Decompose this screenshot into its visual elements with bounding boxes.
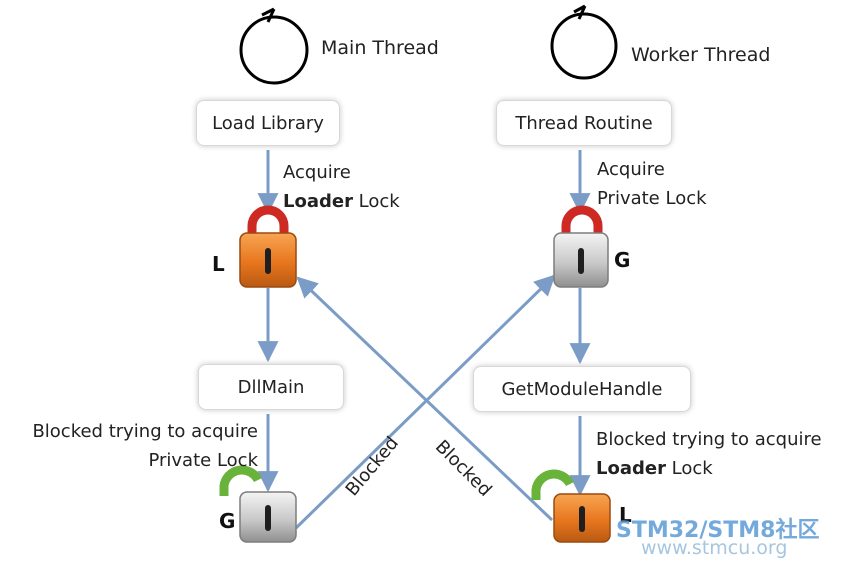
dllmain-box: DllMain (198, 364, 344, 410)
load-library-box: Load Library (196, 100, 340, 146)
getmodulehandle-box: GetModuleHandle (473, 366, 691, 412)
main-blocked-label: Blocked trying to acquire Private Lock (14, 417, 258, 475)
main-acquire-label: Acquire Loader Lock (283, 158, 400, 216)
lock-G-letter-main-bottom: G (219, 509, 236, 533)
main-acquire-rest: Lock (352, 191, 400, 212)
main-thread-circle-icon (239, 7, 309, 85)
lock-G-closed-icon (553, 205, 609, 288)
main-acquire-line2: Loader Lock (283, 187, 400, 216)
main-blocked-line2: Private Lock (148, 450, 258, 471)
worker-acquire-line1: Acquire (597, 159, 665, 180)
worker-blocked-bold: Loader (596, 458, 666, 479)
worker-blocked-line2: Loader Lock (596, 454, 822, 483)
watermark-title: STM32/STM8社区 (616, 518, 820, 543)
main-acquire-line1: Acquire (283, 162, 351, 183)
worker-acquire-line2: Private Lock (597, 188, 707, 209)
lock-L-letter-worker-bottom: L (619, 503, 632, 527)
lock-L-open-icon (531, 469, 611, 543)
main-blocked-line1: Blocked trying to acquire (32, 421, 258, 442)
lock-G-open-icon (219, 465, 297, 543)
main-acquire-bold: Loader (283, 191, 353, 212)
watermark-url: www.stmcu.org (641, 537, 788, 559)
worker-blocked-rest: Lock (665, 458, 713, 479)
lock-L-letter-main: L (212, 252, 225, 276)
arrow-cross-to-L (296, 276, 554, 522)
main-thread-title: Main Thread (321, 37, 439, 59)
worker-thread-title: Worker Thread (631, 44, 771, 66)
worker-acquire-label: Acquire Private Lock (597, 155, 707, 213)
thread-routine-box: Thread Routine (496, 100, 672, 146)
worker-blocked-line1: Blocked trying to acquire (596, 429, 822, 450)
worker-thread-circle-icon (550, 4, 618, 80)
lock-L-closed-icon (239, 205, 297, 288)
lock-G-letter-worker: G (614, 248, 631, 272)
worker-blocked-label: Blocked trying to acquire Loader Lock (596, 425, 822, 483)
arrow-cross-to-G (294, 274, 556, 530)
